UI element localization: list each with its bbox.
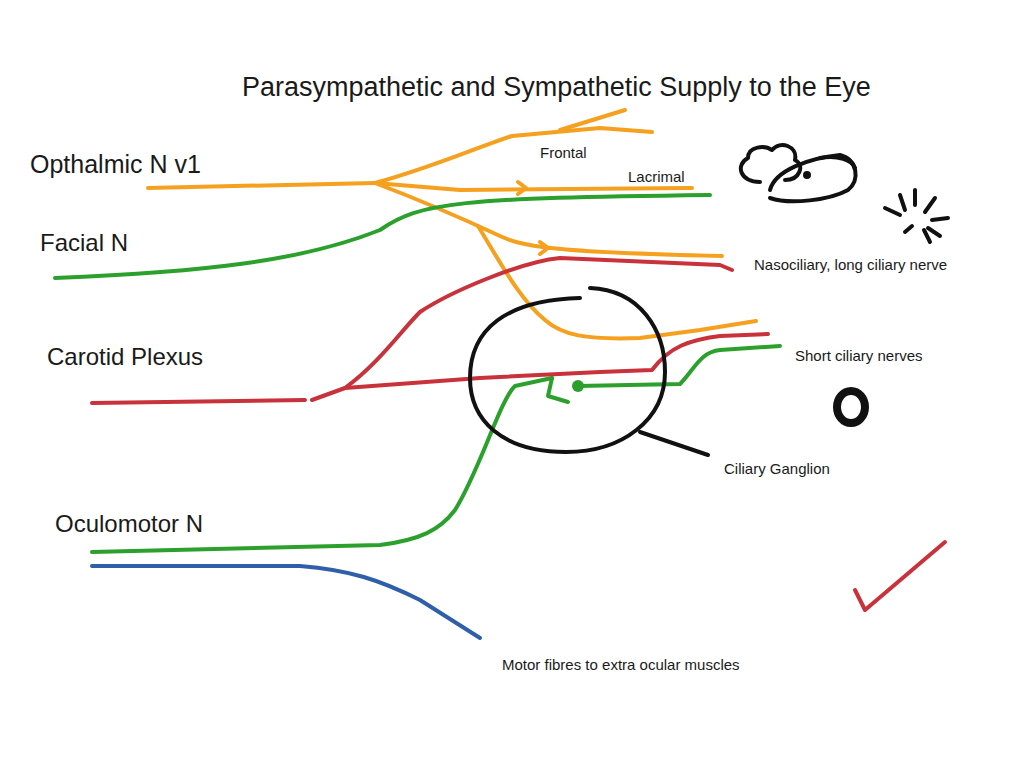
check-mark	[855, 542, 945, 610]
eye-doodles	[741, 145, 948, 423]
branch-name: Nasociliary, long ciliary nerve	[752, 256, 949, 273]
nerve-name: Oculomotor N	[53, 510, 205, 538]
branch-name: Short ciliary nerves	[793, 347, 925, 364]
pupil	[803, 171, 811, 179]
nerve-name: Carotid Plexus	[45, 343, 205, 371]
ganglion-name: Ciliary Ganglion	[722, 460, 832, 477]
nerve-name: Facial N	[38, 229, 130, 257]
diagram-title: Parasympathetic and Sympathetic Supply t…	[240, 72, 873, 103]
motor-fibres	[92, 566, 480, 638]
fibre-note: Motor fibres to extra ocular muscles	[500, 656, 742, 673]
ophthalmic-nerve	[148, 110, 756, 338]
synapse-dot	[572, 380, 584, 392]
branch-name: Frontal	[538, 144, 589, 161]
branch-name: Lacrimal	[626, 168, 687, 185]
nerve-name: Opthalmic N v1	[28, 150, 203, 179]
facial-and-oculomotor-parasympathetic	[55, 195, 780, 552]
carotid-sympathetic	[92, 258, 768, 403]
ciliary-ganglion-outline	[470, 288, 708, 455]
